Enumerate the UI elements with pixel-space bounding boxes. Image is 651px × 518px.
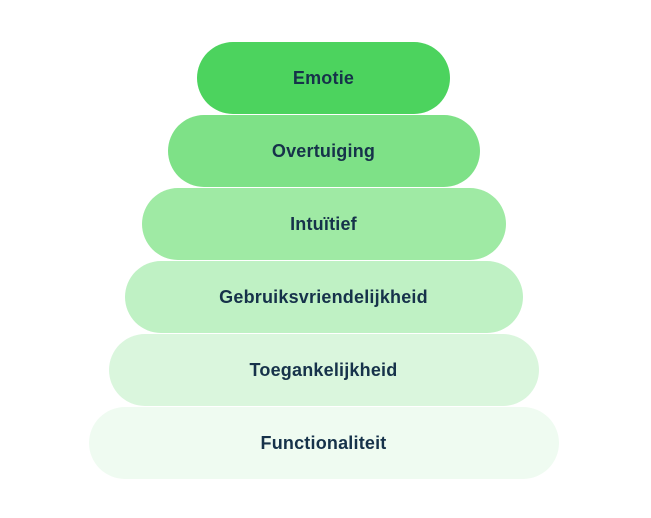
pyramid-level-label-toegankelijkheid: Toegankelijkheid: [249, 360, 398, 380]
pyramid-level-label-functionaliteit: Functionaliteit: [260, 433, 387, 453]
pyramid-level-emotie: Emotie: [197, 42, 450, 114]
pyramid-level-label-overtuiging: Overtuiging: [271, 141, 376, 161]
pyramid-stack: Emotie Overtuiging Intuïtief Gebruiksvri…: [0, 42, 649, 479]
pyramid-level-toegankelijkheid: Toegankelijkheid: [108, 334, 539, 406]
pyramid-level-label-emotie: Emotie: [292, 68, 355, 88]
pyramid-level-gebruiksvriendelijkheid: Gebruiksvriendelijkheid: [124, 261, 523, 333]
pyramid-level-intuitief: Intuïtief: [141, 188, 506, 260]
pyramid-level-label-intuitief: Intuïtief: [290, 214, 357, 234]
pyramid-level-overtuiging: Overtuiging: [167, 115, 480, 187]
pyramid-level-label-gebruiksvriendelijkheid: Gebruiksvriendelijkheid: [219, 287, 428, 307]
pyramid-level-functionaliteit: Functionaliteit: [88, 407, 559, 479]
